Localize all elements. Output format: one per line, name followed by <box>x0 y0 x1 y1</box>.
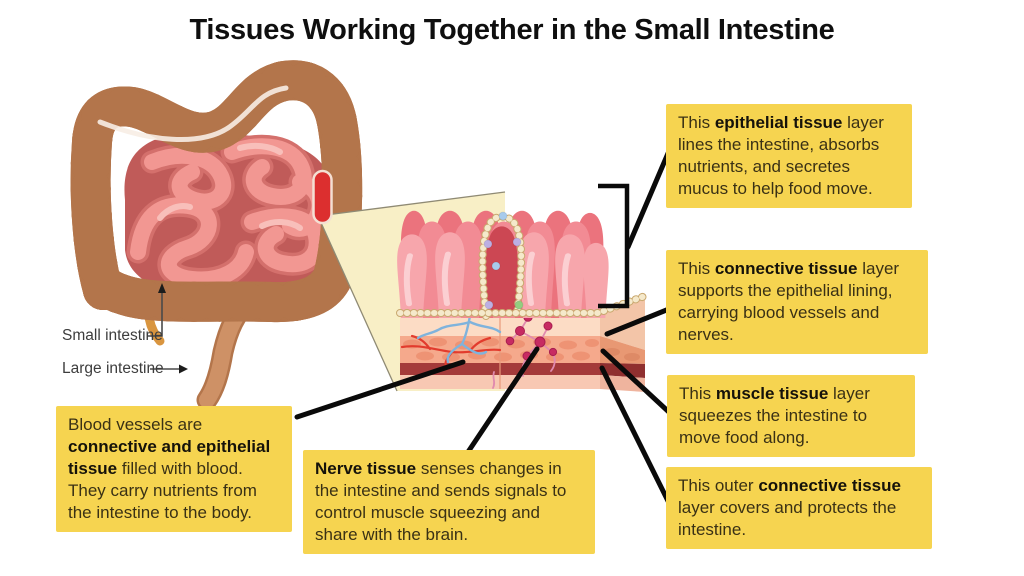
callout-text: senses changes in the intestine and send… <box>315 459 567 545</box>
callout-text: This <box>679 384 716 403</box>
callout-text: filled with blood. They carry nutrients … <box>68 459 257 523</box>
callout-text-bold: epithelial tissue <box>714 113 843 132</box>
muscle-tissue-callout: This muscle tissue layer squeezes the in… <box>667 375 915 458</box>
callout-text: layer squeezes the intestine to move foo… <box>679 384 870 448</box>
epithelial-connector-line <box>625 148 672 250</box>
nerve-connector-line <box>465 346 540 455</box>
highlighted-segment <box>312 169 333 225</box>
connector-lines <box>294 148 674 508</box>
small-intestine-arrow-icon <box>158 283 166 293</box>
callout-text: layer covers and protects the intestine. <box>678 498 897 540</box>
blood-vessels-callout: Blood vessels are connective and epithel… <box>56 406 292 533</box>
callout-text-bold: connective tissue <box>714 259 858 278</box>
mesentery-line <box>97 85 289 142</box>
label-leaders <box>147 283 188 374</box>
outer-connective-tissue-callout: This outer connective tissue layer cover… <box>666 467 932 550</box>
callout-text: layer supports the epithelial lining, ca… <box>678 259 900 345</box>
callout-text-bold: muscle tissue <box>715 384 829 403</box>
page-title: Tissues Working Together in the Small In… <box>189 14 835 46</box>
muscle-connector-line <box>600 348 674 417</box>
small-intestine-coils <box>124 132 332 299</box>
goblet-cells <box>483 211 524 310</box>
callout-text: Blood vessels are <box>68 415 203 434</box>
blood-connector-line <box>294 359 466 420</box>
connective-connector-line <box>604 306 672 337</box>
large-intestine-arrow-icon <box>179 364 188 374</box>
epithelial-tissue-callout: This epithelial tissue layer lines the i… <box>666 104 912 209</box>
connective-tissue-callout: This connective tissue layer supports th… <box>666 250 928 355</box>
callout-text-bold: Nerve tissue <box>315 459 417 478</box>
blood-vessels <box>400 314 502 368</box>
large-intestine <box>91 80 343 302</box>
nerve-cells <box>492 312 558 389</box>
outer-connector-line <box>599 365 673 508</box>
large-intestine-label: Large intestine <box>62 360 164 377</box>
callout-text: This <box>678 113 715 132</box>
callout-text-bold: connective tissue <box>758 476 901 495</box>
nerve-tissue-callout: Nerve tissue senses changes in the intes… <box>303 450 595 555</box>
small-intestine-label: Small intestine <box>62 327 163 344</box>
callout-text: layer lines the intestine, absorbs nutri… <box>678 113 884 199</box>
tissue-block <box>396 210 649 392</box>
intestine-illustration <box>91 80 343 411</box>
callout-text-bold: connective and epithelial tissue <box>68 437 271 479</box>
callout-text: This outer <box>678 476 759 495</box>
callout-text: This <box>678 259 715 278</box>
